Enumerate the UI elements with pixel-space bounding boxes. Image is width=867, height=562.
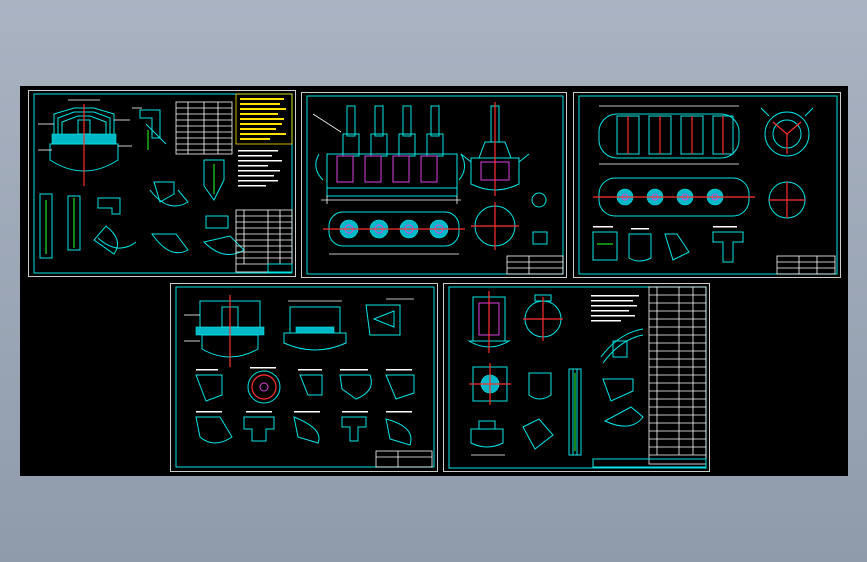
- radial-end-view: [760, 107, 814, 157]
- sheet-1-graphics: [28, 90, 296, 277]
- technical-notes: [235, 93, 293, 145]
- drawing-sheet-5[interactable]: [443, 283, 710, 472]
- general-notes: [238, 150, 282, 187]
- head-section-view: [38, 99, 132, 186]
- flange-square-view: [469, 363, 511, 405]
- head-section-middle: [283, 300, 347, 351]
- sheet-3-graphics: [573, 92, 841, 278]
- drawing-sheet-1[interactable]: [28, 90, 296, 277]
- nozzle-table: [175, 101, 233, 155]
- sheet-2-title-block: [506, 255, 564, 275]
- bottom-components: [470, 418, 554, 456]
- sheet-5-graphics: [443, 283, 710, 472]
- sheet-5-notes: [591, 295, 639, 322]
- arc-detail: [600, 328, 644, 364]
- sheet-2-graphics: [301, 92, 567, 278]
- sheet-3-title-block: [776, 255, 836, 275]
- support-views: [528, 368, 644, 456]
- side-elevation: [460, 102, 530, 196]
- parts-list-table: [235, 209, 293, 273]
- drawing-sheet-2[interactable]: [301, 92, 567, 278]
- bracket-detail: [132, 107, 167, 150]
- end-circle-view: [768, 181, 806, 219]
- sheet-3-details: [592, 226, 744, 263]
- angled-detail-right: [365, 298, 414, 336]
- plan-view: [323, 211, 465, 255]
- sheet-4-graphics: [170, 283, 438, 472]
- sheet-4-title-block: [375, 450, 433, 468]
- head-section-left: [184, 295, 265, 367]
- vessel-component-elevation: [467, 291, 511, 353]
- vessel-component-plan: [523, 294, 563, 341]
- circular-section: [471, 192, 548, 250]
- cad-drawing-canvas[interactable]: [20, 86, 848, 476]
- middle-detail-row: [195, 367, 415, 404]
- drawing-sheet-4[interactable]: [170, 283, 438, 472]
- parts-list-table-5: [592, 286, 707, 468]
- drawing-sheet-3[interactable]: [573, 92, 841, 278]
- horizontal-vessel-plan: [593, 177, 755, 217]
- flange-detail-views: [39, 159, 245, 259]
- bottom-detail-row: [195, 411, 412, 446]
- four-unit-elevation: [312, 105, 465, 204]
- horizontal-vessel-front: [598, 105, 740, 165]
